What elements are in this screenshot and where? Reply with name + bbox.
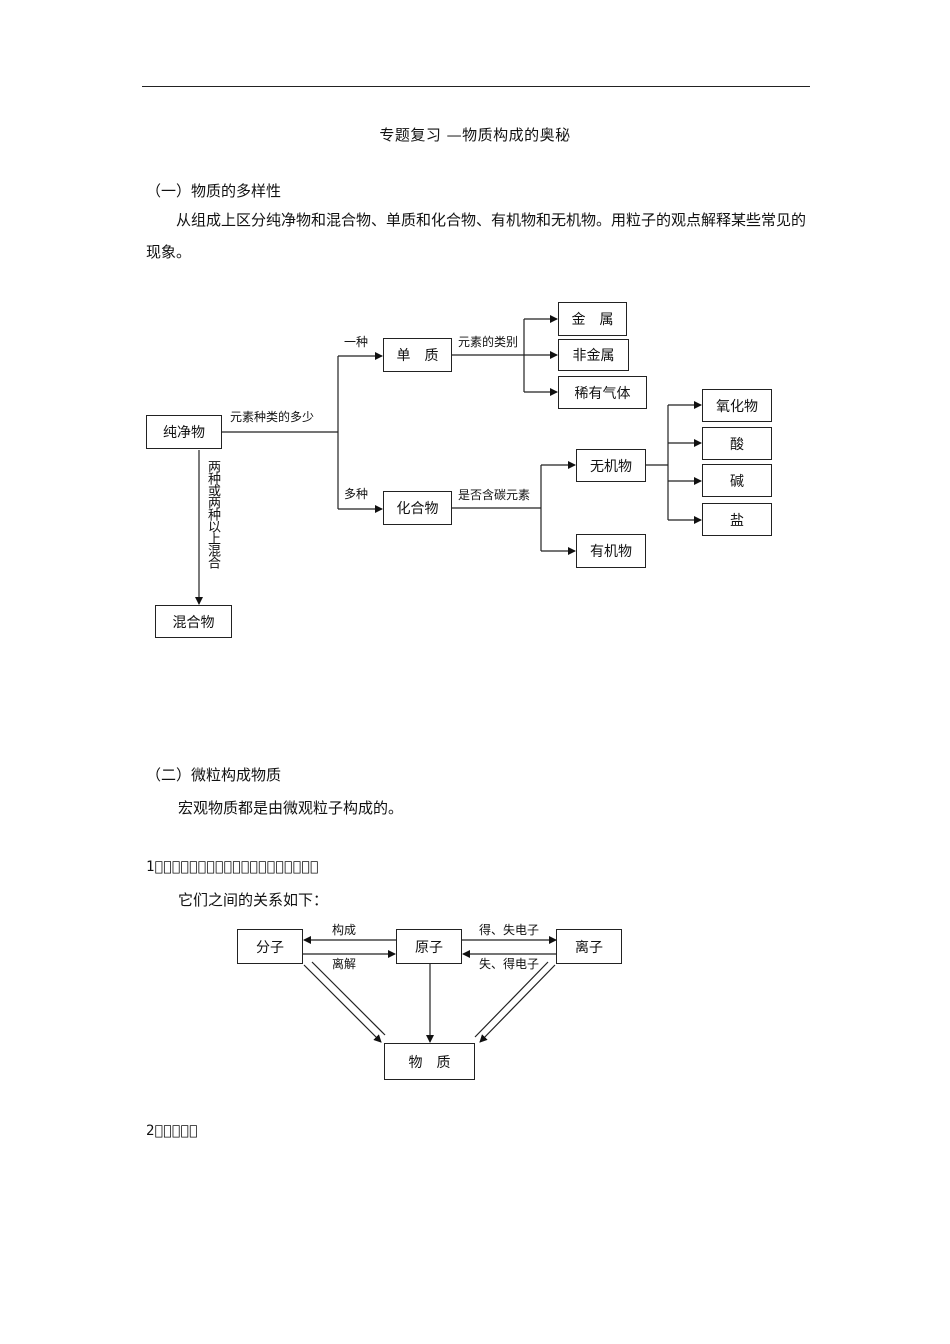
section2-heading: （二）微粒构成物质 (146, 766, 282, 784)
label-mixture-condition: 两种或两种以上混合 (205, 460, 220, 568)
matter-box: 物 质 (384, 1043, 475, 1080)
label-element-count: 元素种类的多少 (230, 410, 315, 424)
noble-gas-box: 稀有气体 (558, 376, 647, 409)
organic-box: 有机物 (576, 534, 646, 568)
inorganic-box: 无机物 (576, 449, 646, 482)
acid-box: 酸 (702, 427, 772, 460)
atom-box: 原子 (396, 929, 462, 964)
metal-box: 金 属 (558, 302, 627, 336)
page-title: 专题复习 —物质构成的奥秘 (379, 126, 571, 144)
pure-substance-box: 纯净物 (146, 415, 222, 449)
compound-box: 化合物 (383, 491, 452, 525)
label-many-kinds: 多种 (344, 487, 369, 501)
item2-garbled-text: 2􏰁􏰁􏰁􏰁􏰁 (146, 1123, 198, 1139)
section1-paragraph: 从组成上区分纯净物和混合物、单质和化合物、有机物和无机物。用粒子的观点解释某些常… (146, 211, 807, 261)
relation-intro: 它们之间的关系如下： (178, 891, 329, 909)
label-lose-gain-electrons: 失、得电子 (479, 957, 540, 971)
element-substance-box: 单 质 (383, 338, 452, 372)
mixture-box: 混合物 (155, 605, 232, 638)
label-gain-lose-electrons: 得、失电子 (479, 923, 540, 937)
molecule-box: 分子 (237, 929, 303, 964)
nonmetal-box: 非金属 (558, 339, 629, 371)
salt-box: 盐 (702, 503, 772, 536)
section2-paragraph: 宏观物质都是由微观粒子构成的。 (178, 799, 404, 817)
ion-box: 离子 (556, 929, 622, 964)
section1-heading: （一）物质的多样性 (146, 182, 282, 200)
oxide-box: 氧化物 (702, 389, 772, 422)
label-one-kind: 一种 (344, 335, 369, 349)
label-compose: 构成 (332, 923, 357, 937)
label-element-class: 元素的类别 (458, 335, 519, 349)
header-rule (142, 86, 810, 87)
label-decompose: 离解 (332, 957, 357, 971)
label-contains-carbon: 是否含碳元素 (458, 488, 531, 502)
item1-garbled-text: 1􏰁􏰁􏰁􏰁􏰁􏰁􏰁􏰁􏰁􏰁􏰁􏰁􏰁􏰁􏰁􏰁􏰁􏰁􏰁 (146, 859, 319, 875)
base-box: 碱 (702, 464, 772, 497)
